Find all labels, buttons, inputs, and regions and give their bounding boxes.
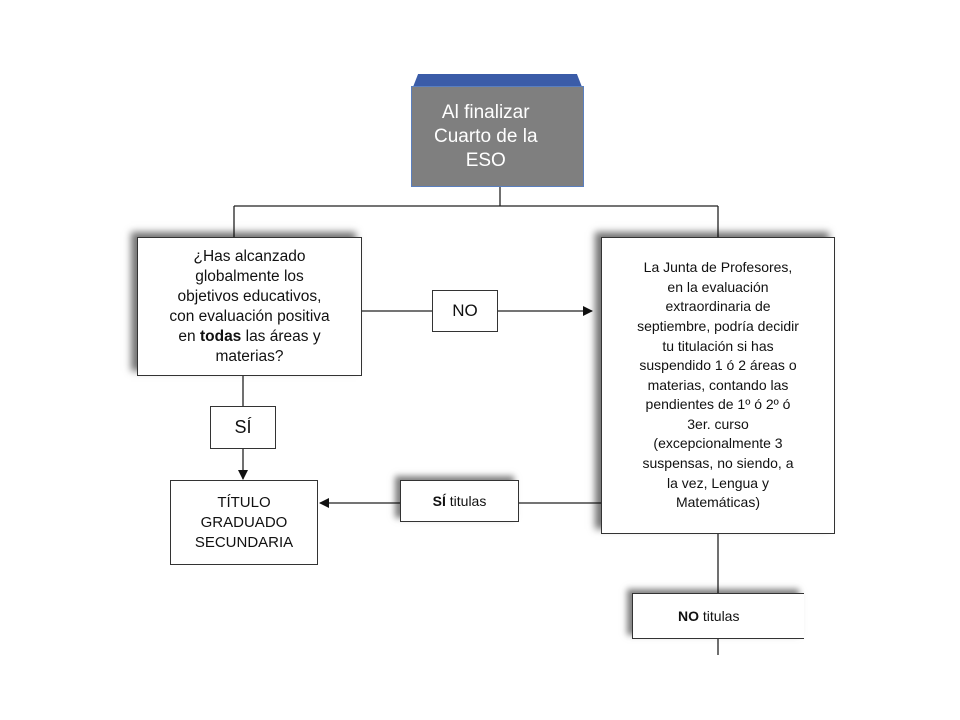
- start-box: Al finalizar Cuarto de la ESO: [411, 86, 584, 187]
- no-titulas-rest: titulas: [699, 608, 740, 624]
- titulo-text: TÍTULO GRADUADO SECUNDARIA: [194, 493, 294, 551]
- question-box: ¿Has alcanzado globalmente los objetivos…: [137, 237, 362, 376]
- start-box-text: Al finalizar Cuarto de la ESO: [434, 101, 538, 171]
- no-label-box: NO: [432, 290, 498, 332]
- question-text-after: las áreas y materias?: [215, 327, 321, 365]
- si-titulas-text: SÍ titulas: [433, 493, 487, 509]
- question-text-bold: todas: [199, 327, 242, 345]
- si-label-box: SÍ: [210, 406, 276, 449]
- si-titulas-bold: SÍ: [432, 493, 446, 509]
- no-titulas-box: NO titulas: [632, 593, 804, 639]
- si-titulas-rest: titulas: [445, 493, 487, 509]
- no-titulas-text: NO titulas: [678, 608, 739, 624]
- start-box-header: [413, 74, 582, 87]
- junta-box: La Junta de Profesores, en la evaluación…: [601, 237, 835, 534]
- no-titulas-bold: NO: [678, 608, 699, 624]
- no-label: NO: [452, 301, 478, 320]
- junta-text: La Junta de Profesores, en la evaluación…: [637, 259, 799, 511]
- question-text-before: ¿Has alcanzado globalmente los objetivos…: [169, 247, 330, 345]
- titulo-box: TÍTULO GRADUADO SECUNDARIA: [170, 480, 318, 565]
- si-titulas-box: SÍ titulas: [400, 480, 519, 522]
- si-label: SÍ: [234, 417, 252, 437]
- question-text: ¿Has alcanzado globalmente los objetivos…: [169, 247, 329, 367]
